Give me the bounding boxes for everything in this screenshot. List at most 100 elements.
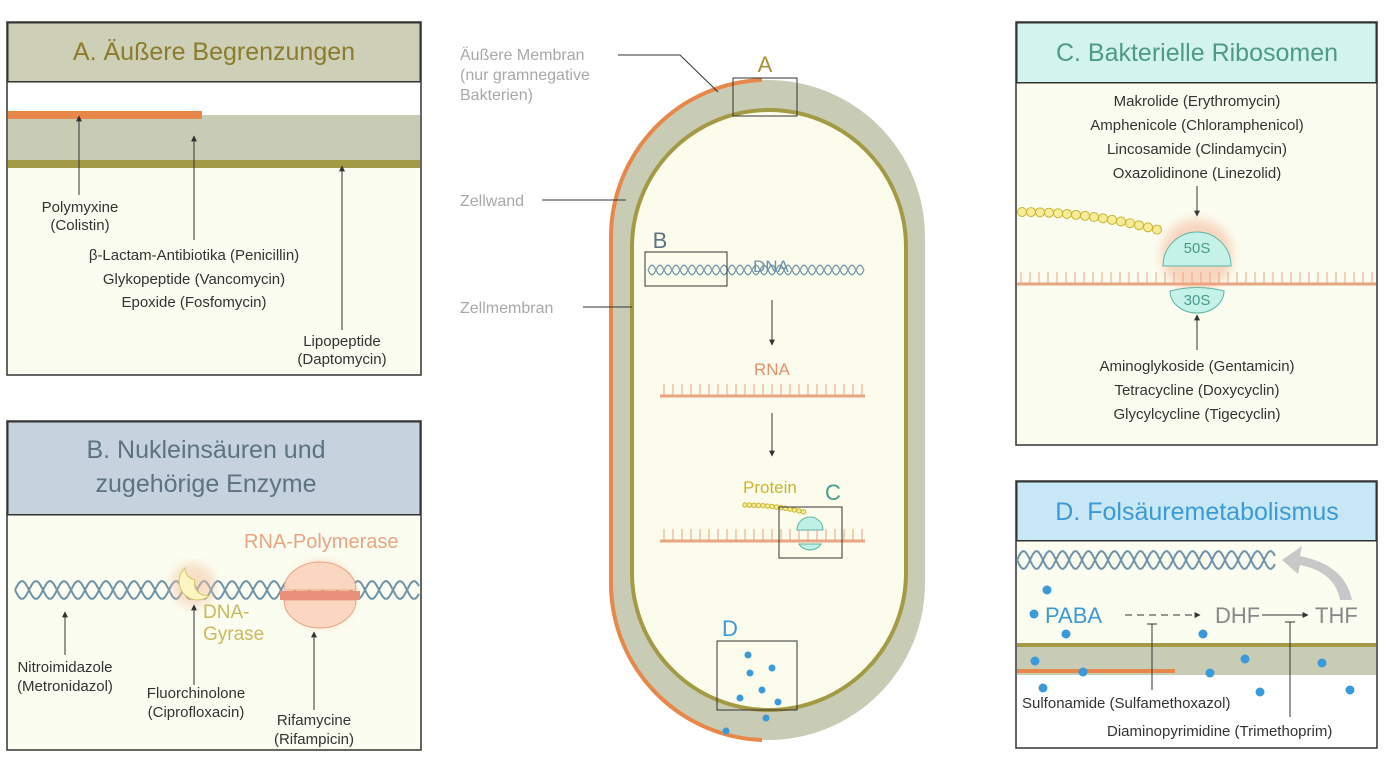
label-tetracycline: Tetracycline (Doxycyclin)	[1114, 382, 1279, 399]
panel-b-title-line2: zugehörige Enzyme	[96, 470, 317, 498]
dna-label: DNA	[753, 257, 790, 276]
amino-acid	[760, 502, 766, 509]
folate-dot	[768, 664, 776, 672]
dna-helix-icon	[1016, 549, 1276, 571]
paba-dot	[1042, 585, 1052, 595]
outer-membrane-label-1: Äußere Membran	[460, 46, 585, 64]
label-glykopeptide: Glykopeptide (Vancomycin)	[103, 271, 285, 288]
outer-membrane-layer	[8, 111, 202, 119]
amino-acid	[1062, 208, 1072, 219]
amino-acid	[755, 502, 762, 509]
label-beta-lactam: β-Lactam-Antibiotika (Penicillin)	[89, 247, 299, 264]
amino-acid	[1116, 216, 1126, 227]
panel-d-title: D. Folsäuremetabolismus	[1055, 498, 1338, 526]
paba-label: PABA	[1045, 603, 1102, 628]
amino-acid	[1098, 213, 1108, 224]
cell-wall-layer	[8, 115, 420, 160]
label-nitroimidazole: Nitroimidazole	[17, 659, 112, 676]
amino-acid	[1026, 207, 1036, 218]
amino-acid	[1143, 222, 1153, 233]
box-label-a: A	[758, 52, 773, 77]
amino-acid	[1080, 210, 1090, 221]
cell-wall-label: Zellwand	[460, 193, 524, 210]
panel-b-title-line1: B. Nukleinsäuren und	[86, 436, 325, 464]
amino-acid	[773, 504, 780, 510]
dna-strand	[647, 264, 865, 276]
amino-acid	[1053, 208, 1063, 219]
label-oxazolidinone: Oxazolidinone (Linezolid)	[1113, 165, 1281, 182]
paba-dot	[1078, 667, 1088, 677]
dna-strand	[647, 264, 865, 276]
amino-acid	[1035, 207, 1045, 218]
gyrase-label-line1: DNA-	[203, 602, 249, 623]
amino-acid	[1152, 224, 1162, 235]
label-fluorchinolone: Fluorchinolone	[147, 685, 245, 702]
label-sulfonamide: Sulfonamide (Sulfamethoxazol)	[1022, 695, 1230, 712]
label-metronidazol: (Metronidazol)	[17, 678, 113, 695]
dna-strand	[1016, 549, 1276, 571]
paba-dot	[1240, 654, 1250, 664]
bacterial-cell: Äußere Membran (nur gramnegative Bakteri…	[460, 46, 925, 742]
label-30s: 30S	[1184, 292, 1211, 309]
folate-dot	[722, 727, 730, 735]
label-glycylcycline: Glycylcycline (Tigecyclin)	[1114, 406, 1281, 423]
cell-membrane-layer	[8, 160, 420, 168]
label-colistin: (Colistin)	[50, 217, 109, 234]
label-makrolide: Makrolide (Erythromycin)	[1114, 93, 1281, 110]
amino-acid	[1107, 214, 1117, 225]
amino-acid	[746, 502, 753, 508]
label-rifampicin: (Rifampicin)	[274, 731, 354, 748]
label-polymyxine: Polymyxine	[42, 199, 119, 216]
label-lipopeptide: Lipopeptide	[303, 333, 381, 350]
amino-acid	[1125, 218, 1135, 229]
paba-dot	[1198, 629, 1208, 639]
panel-a-title: A. Äußere Begrenzungen	[73, 38, 355, 66]
amino-acid	[742, 502, 748, 508]
zoom-box-d	[716, 640, 798, 711]
paba-dot	[1061, 629, 1071, 639]
panel-d: D. Folsäuremetabolismus PABA DHF THF Sul…	[1015, 480, 1378, 749]
paba-molecules	[1029, 585, 1355, 697]
panel-a: A. Äußere Begrenzungen Polymyxine (Colis…	[6, 21, 422, 376]
outer-membrane-label-2: (nur gramnegative	[460, 67, 590, 84]
gyrase-label-line2: Gyrase	[203, 624, 264, 645]
rna-polymerase-icon	[280, 561, 360, 629]
dhf-label: DHF	[1215, 603, 1260, 628]
box-label-c: C	[825, 480, 841, 505]
amino-acid	[1089, 212, 1099, 222]
label-diaminopyrimidine: Diaminopyrimidine (Trimethoprim)	[1107, 723, 1332, 740]
box-label-d: D	[722, 616, 738, 641]
outer-membrane	[609, 78, 763, 742]
label-daptomycin: (Daptomycin)	[297, 351, 386, 368]
ribosome-30s-icon	[1169, 287, 1225, 314]
paba-dot	[1345, 685, 1355, 695]
amino-acid	[1071, 209, 1081, 220]
protein-chain	[1017, 207, 1162, 235]
protein-label: Protein	[743, 478, 797, 497]
rna-strand	[660, 384, 865, 398]
paba-dot	[1255, 687, 1265, 697]
amino-acid	[796, 508, 802, 514]
outer-membrane-label-3: Bakterien)	[460, 87, 533, 104]
panel-c-title: C. Bakterielle Ribosomen	[1056, 39, 1338, 67]
amino-acid	[1017, 207, 1027, 217]
paba-dot	[1030, 656, 1040, 666]
amino-acid	[751, 502, 757, 508]
folate-dot	[736, 694, 744, 702]
rna-polymerase-label: RNA-Polymerase	[244, 531, 398, 553]
thf-label: THF	[1315, 603, 1358, 628]
amino-acid	[787, 506, 793, 512]
label-lincosamide: Lincosamide (Clindamycin)	[1107, 141, 1287, 158]
folate-dot	[774, 698, 782, 706]
label-aminoglykoside: Aminoglykoside (Gentamicin)	[1099, 358, 1294, 375]
amino-acid	[800, 509, 807, 515]
dna-helix-icon	[647, 264, 865, 276]
cell-membrane	[630, 108, 908, 712]
amino-acid	[791, 507, 798, 513]
label-50s: 50S	[1184, 240, 1211, 257]
folate-molecules	[722, 651, 782, 735]
dna-strand	[1016, 549, 1276, 571]
panel-c: C. Bakterielle Ribosomen Makrolide (Eryt…	[1015, 21, 1378, 446]
paba-dot	[1029, 609, 1039, 619]
